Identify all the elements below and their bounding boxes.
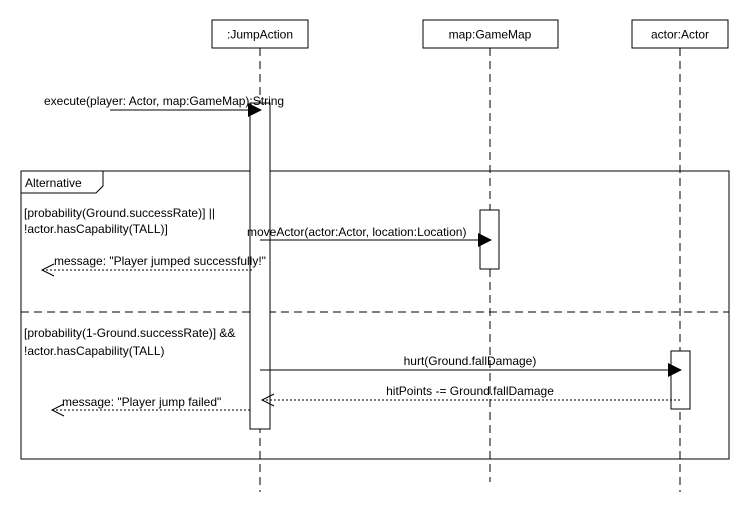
fragment-frame: [20, 170, 730, 460]
return-success: message: "Player jumped successfully!": [40, 254, 266, 277]
return-hitpoints-label: hitPoints -= Ground.fallDamage: [386, 384, 554, 398]
fragment-operator-label: Alternative: [25, 176, 82, 190]
return-failed: message: "Player jump failed": [50, 395, 252, 417]
lifeline-actor-header: [631, 19, 729, 49]
message-execute-arrowhead: [248, 103, 262, 117]
lifeline-gamemap: map:GameMap: [422, 19, 559, 482]
guard-2-line-1: [probability(1-Ground.successRate)] &&: [24, 326, 235, 340]
guard-1-line-2: !actor.hasCapability(TALL)]: [24, 222, 168, 236]
lifeline-jumpaction-label: :JumpAction: [227, 28, 293, 42]
return-hitpoints: hitPoints -= Ground.fallDamage: [260, 384, 680, 407]
message-move-actor: moveActor(actor:Actor, location:Location…: [247, 225, 492, 247]
fragment-operator-tab: [21, 171, 104, 194]
lifeline-actor-label: actor:Actor: [651, 28, 709, 42]
guard-1-line-1: [probability(Ground.successRate)] ||: [24, 206, 215, 220]
return-failed-label: message: "Player jump failed": [62, 395, 221, 409]
activation-actor: [670, 350, 691, 410]
lifeline-jumpaction-header: [211, 19, 309, 49]
message-hurt-label: hurt(Ground.fallDamage): [404, 354, 537, 368]
message-hurt-arrowhead: [668, 363, 682, 377]
return-failed-arrowhead: [50, 403, 65, 417]
lifeline-gamemap-header: [422, 19, 559, 49]
guard-2-line-2: !actor.hasCapability(TALL): [24, 344, 165, 358]
lifeline-gamemap-label: map:GameMap: [449, 28, 532, 42]
return-hitpoints-arrowhead: [260, 393, 275, 407]
return-success-arrowhead: [40, 263, 55, 277]
activation-jumpaction: [249, 102, 271, 430]
message-move-actor-arrowhead: [478, 233, 492, 247]
message-hurt: hurt(Ground.fallDamage): [260, 354, 682, 377]
lifeline-actor: actor:Actor: [631, 19, 729, 492]
message-move-actor-label: moveActor(actor:Actor, location:Location…: [247, 225, 466, 239]
message-execute: execute(player: Actor, map:GameMap):Stri…: [44, 94, 284, 117]
return-success-label: message: "Player jumped successfully!": [54, 254, 266, 268]
message-execute-label: execute(player: Actor, map:GameMap):Stri…: [44, 94, 284, 108]
alternative-fragment: Alternative [probability(Ground.successR…: [20, 170, 730, 460]
